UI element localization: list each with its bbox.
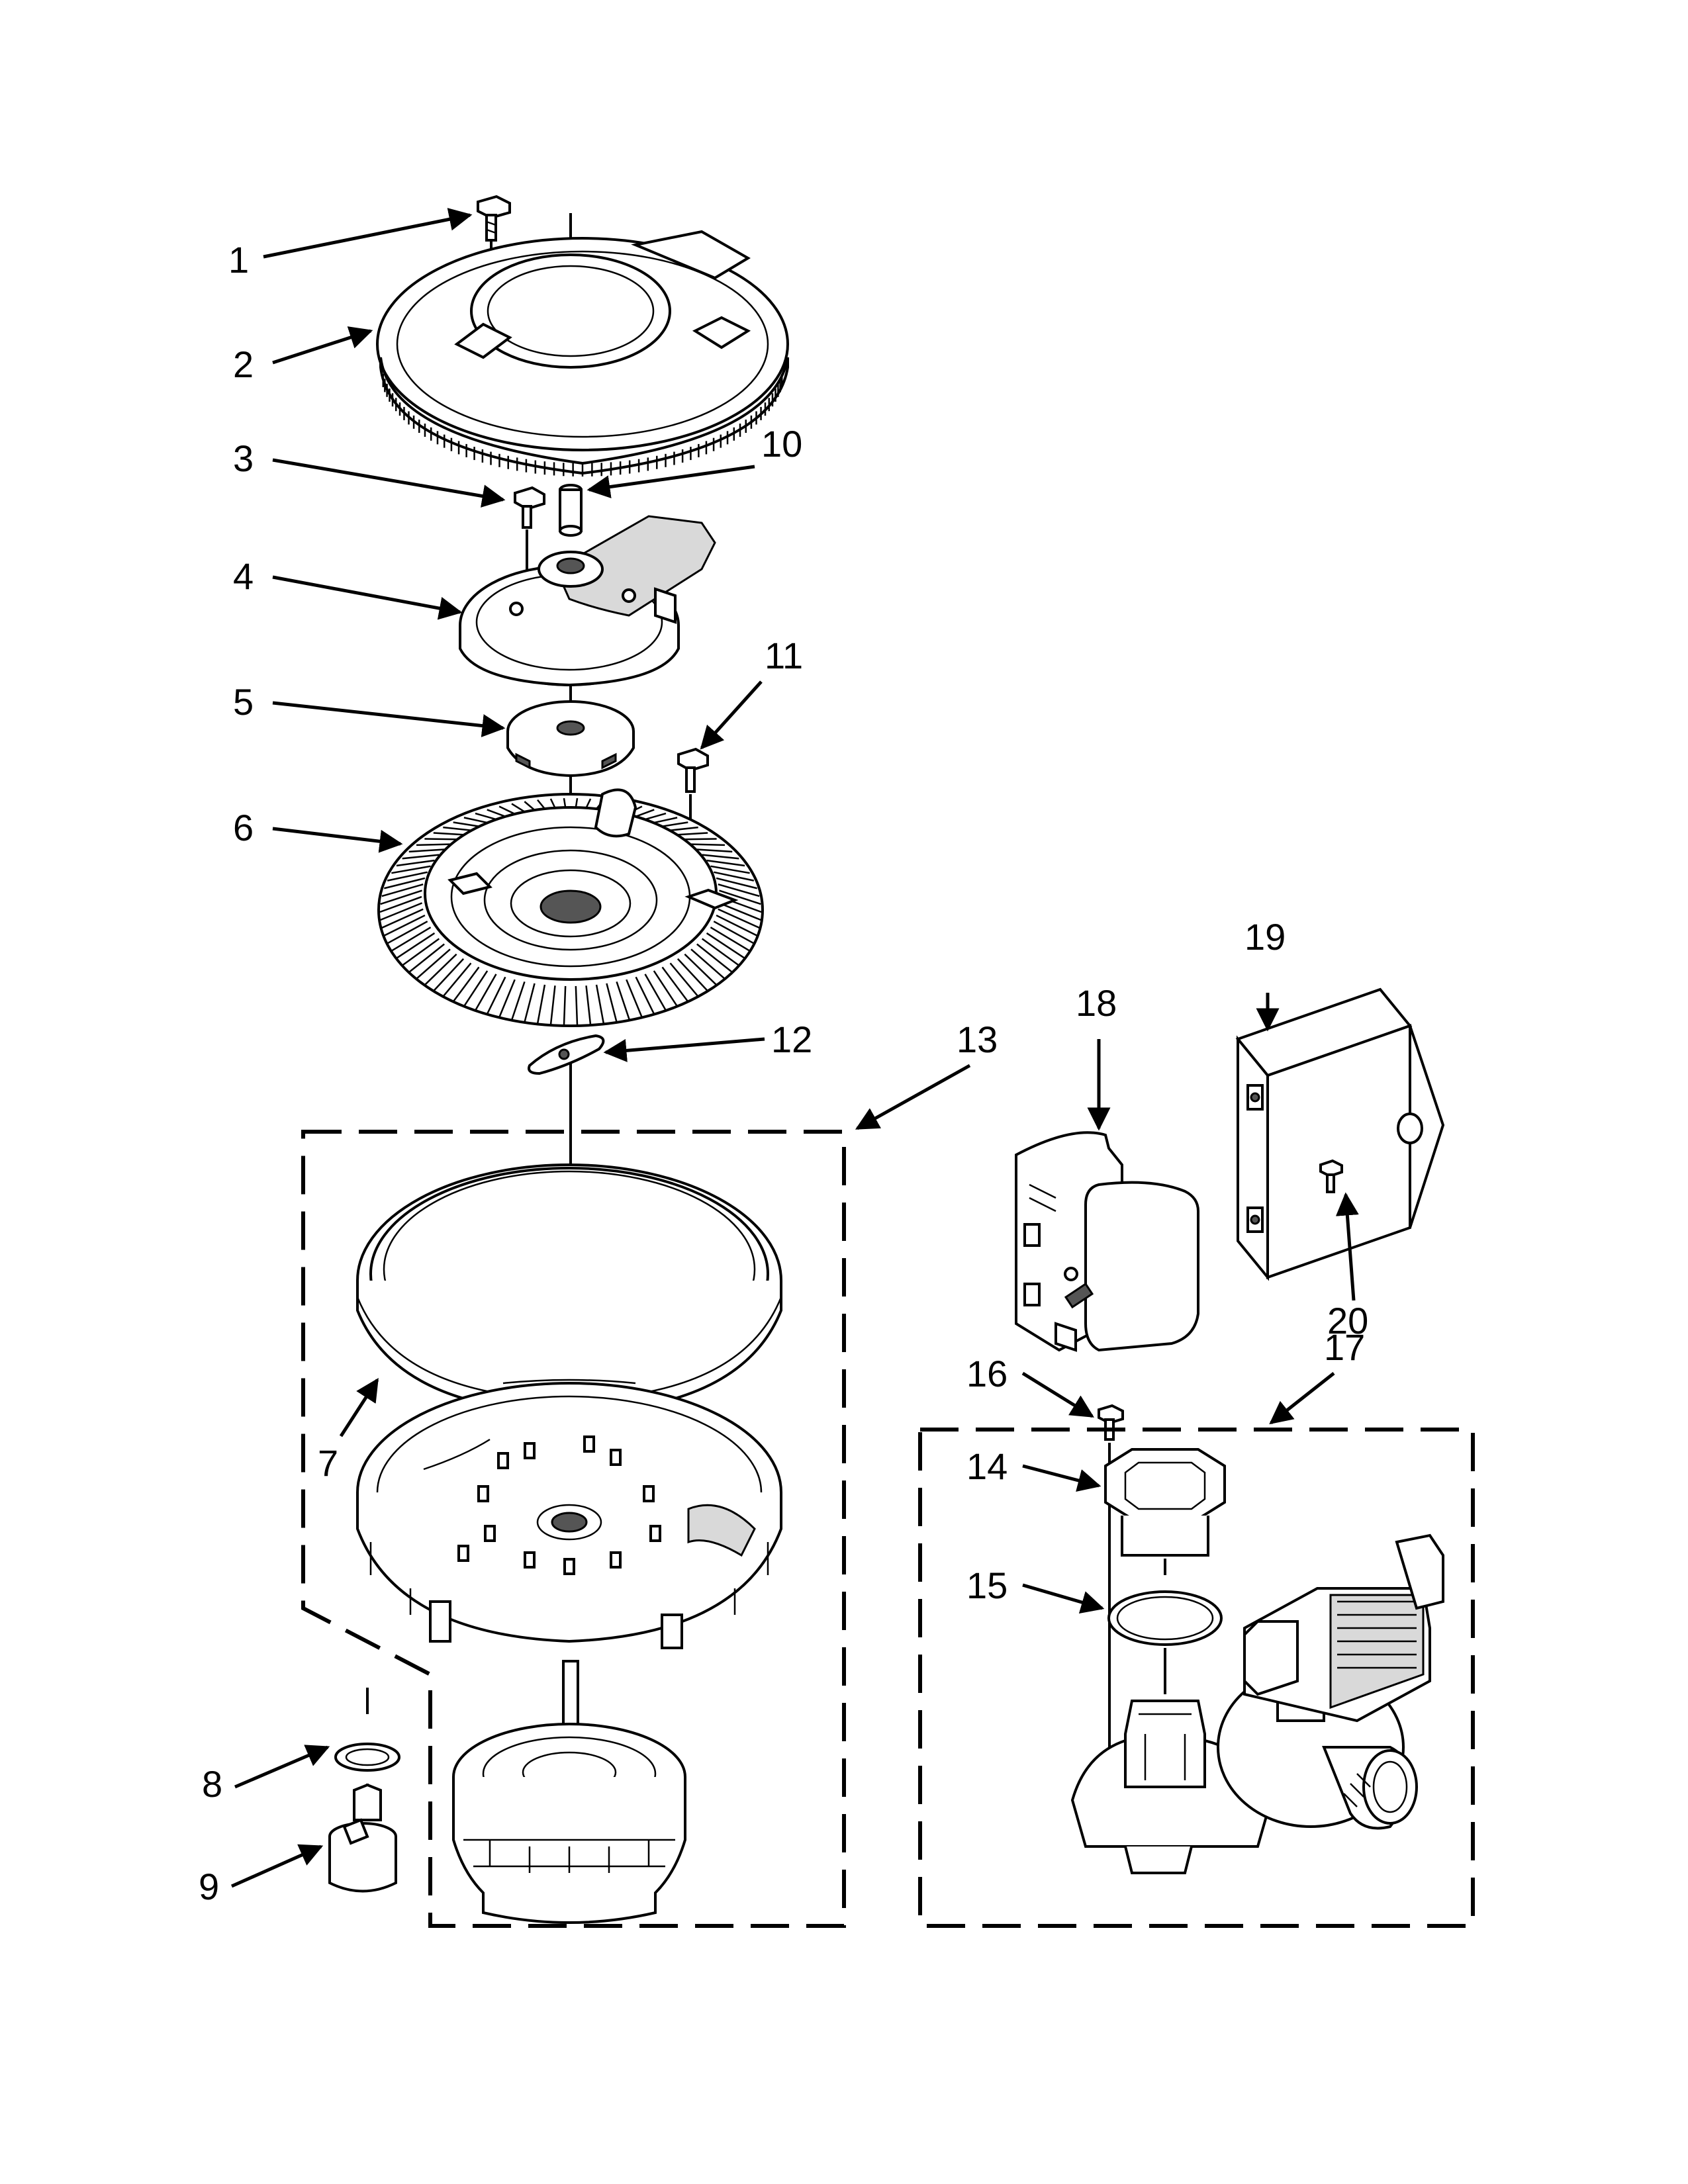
clip-part-12 bbox=[528, 1034, 605, 1075]
motor bbox=[452, 1660, 686, 1924]
bracket-part-18 bbox=[1015, 1131, 1199, 1352]
gasket-ring-part-7 bbox=[356, 1163, 782, 1415]
o-ring-part-8 bbox=[334, 1688, 400, 1800]
callout-13: 13 bbox=[957, 1019, 998, 1060]
o-ring-part-15 bbox=[1107, 1590, 1223, 1694]
callout-12: 12 bbox=[771, 1019, 812, 1060]
callout-18: 18 bbox=[1076, 982, 1117, 1024]
filter-assembly-part-6 bbox=[377, 788, 764, 1027]
sump-housing bbox=[356, 1382, 782, 1649]
callout-17: 17 bbox=[1324, 1326, 1365, 1368]
callout-9: 9 bbox=[199, 1866, 219, 1907]
callout-numbers: 1 2 3 10 4 5 11 6 12 13 7 8 9 18 19 20 1… bbox=[199, 239, 1368, 1907]
leader-lines bbox=[230, 208, 1359, 1888]
callout-19: 19 bbox=[1244, 916, 1286, 958]
callout-20: 20 bbox=[1327, 1300, 1368, 1342]
callout-4: 4 bbox=[233, 555, 254, 597]
callout-16: 16 bbox=[966, 1353, 1008, 1394]
assembly-box-13 bbox=[301, 1130, 846, 1928]
callout-7: 7 bbox=[318, 1442, 338, 1484]
drain-pump bbox=[1070, 1533, 1444, 1874]
callout-3: 3 bbox=[233, 437, 254, 479]
callout-5: 5 bbox=[233, 681, 254, 723]
impeller-part-5 bbox=[506, 700, 635, 778]
pin-part-10 bbox=[559, 484, 583, 537]
callout-8: 8 bbox=[202, 1763, 222, 1805]
assembly-box-17 bbox=[918, 1428, 1475, 1928]
callout-15: 15 bbox=[966, 1565, 1008, 1606]
callout-1: 1 bbox=[228, 239, 249, 281]
callout-11: 11 bbox=[765, 635, 803, 676]
control-box-part-19 bbox=[1235, 987, 1445, 1281]
callout-10: 10 bbox=[761, 423, 802, 465]
screw-part-3 bbox=[514, 486, 545, 602]
callout-2: 2 bbox=[233, 343, 254, 385]
sensor-part-9 bbox=[328, 1783, 397, 1893]
housing-part-4 bbox=[459, 515, 716, 687]
callout-14: 14 bbox=[966, 1445, 1008, 1487]
callout-6: 6 bbox=[233, 807, 254, 848]
adapter-part-14 bbox=[1104, 1448, 1226, 1575]
screw-part-20 bbox=[1319, 1159, 1343, 1193]
filter-ring-part-2 bbox=[376, 230, 789, 477]
